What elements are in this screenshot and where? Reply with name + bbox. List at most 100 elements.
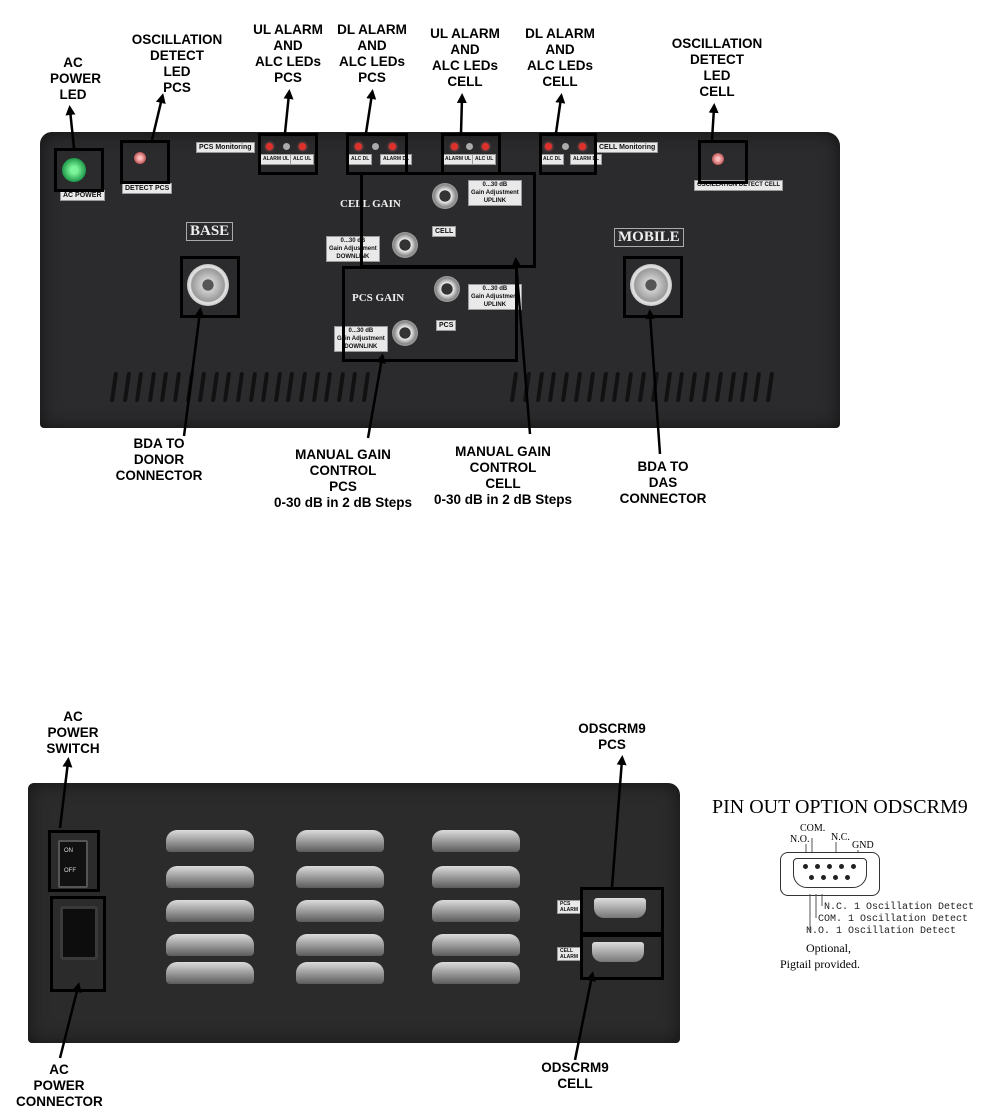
ac-power-led-indicator: [62, 158, 86, 182]
callout-dl-pcs-line-3: ALC LEDs: [338, 54, 405, 69]
callout-dl-cell-line-1: DL ALARM: [525, 26, 595, 41]
power-switch-box: [48, 830, 100, 892]
callout-osc-pcs-line-2: DETECT: [150, 48, 204, 63]
mobile-connector[interactable]: [630, 264, 672, 306]
vent-louver: [166, 900, 254, 922]
osc-detect-cell-led-indicator: [712, 153, 724, 165]
base-connector-box: [180, 256, 240, 318]
callout-ul-cell-line-3: ALC LEDs: [431, 58, 498, 73]
callout-odscrm9-pcs-line-2: PCS: [598, 737, 626, 752]
pcs-label: PCS: [436, 320, 457, 331]
callout-ac-power-led-line-2: POWER: [50, 71, 102, 86]
pcs-downlink-gain-knob[interactable]: [392, 320, 418, 346]
odscrm9-cell-box: [580, 934, 664, 980]
cell-uplink-range: 0...30 dB: [482, 182, 508, 188]
callout-dl-cell-line-3: ALC LEDs: [526, 58, 593, 73]
callout-arrow: [58, 757, 73, 829]
callout-osc-detect-pcs: OSCILLATION DETECT LED PCS: [122, 32, 232, 96]
vent-louver: [166, 962, 254, 984]
callout-odscrm9-cell-line-2: CELL: [557, 1076, 593, 1091]
cell-uplink-gain-text: 0...30 dB Gain Adjustment UPLINK: [468, 180, 522, 206]
callout-arrow: [645, 309, 662, 455]
switch-on-label: ON: [64, 848, 73, 854]
pcs-gain-label: PCS GAIN: [352, 292, 405, 304]
callout-bda-das: BDA TO DAS CONNECTOR: [608, 459, 718, 507]
osc-detect-pcs-box: [120, 140, 170, 184]
callout-ul-cell-line-2: AND: [450, 42, 480, 57]
osc-detect-cell-box: [698, 140, 748, 184]
db9-pin: [851, 864, 856, 869]
callout-ul-pcs-line-1: UL ALARM: [253, 22, 323, 37]
callout-ac-power-connector: AC POWER CONNECTOR: [16, 1062, 103, 1110]
callout-connector-line-1: AC: [49, 1062, 69, 1077]
alc-ul-label-cell: ALC UL: [472, 154, 497, 165]
callout-mg-cell-line-1: MANUAL GAIN: [455, 444, 551, 459]
cell-downlink-gain-knob[interactable]: [392, 232, 418, 258]
callout-arrow: [182, 307, 205, 437]
callout-odscrm9-pcs-line-1: ODSCRM9: [578, 721, 646, 736]
callout-bda-donor-line-2: DONOR: [133, 452, 185, 467]
vent-louver: [296, 900, 384, 922]
pcs-alarm-db9-port[interactable]: [594, 898, 646, 918]
dl-cell-led-3: [579, 143, 586, 150]
callout-ul-pcs-line-4: PCS: [274, 70, 302, 85]
cell-gain-label: CELL GAIN: [340, 198, 401, 210]
vent-louver: [432, 866, 520, 888]
callout-mg-cell-line-2: CONTROL: [469, 460, 537, 475]
db9-pin: [815, 864, 820, 869]
callout-bda-donor-line-1: BDA TO: [133, 436, 185, 451]
power-switch[interactable]: ON OFF: [58, 840, 88, 888]
callout-arrow: [708, 103, 719, 141]
pcs-downlink-range: 0...30 dB: [348, 328, 374, 334]
pinout-title: PIN OUT OPTION ODSCRM9: [712, 796, 968, 818]
power-inlet[interactable]: [60, 906, 98, 960]
alarm-dl-label-pcs: ALARM DL: [380, 154, 413, 165]
cell-uplink-gain-knob[interactable]: [432, 183, 458, 209]
callout-ac-power-led: AC POWER LED: [50, 55, 102, 103]
pin-note-optional: Optional,: [806, 941, 851, 955]
callout-dl-alarm-cell: DL ALARM AND ALC LEDs CELL: [516, 26, 604, 90]
db9-connector-diagram: [780, 852, 880, 896]
ac-power-led-box: [54, 148, 104, 192]
pcs-downlink-dir: DOWNLINK: [344, 344, 378, 350]
switch-off-label: OFF: [64, 868, 76, 874]
callout-mg-pcs-line-2: CONTROL: [309, 463, 377, 478]
base-connector[interactable]: [187, 264, 229, 306]
callout-mg-pcs-line-1: MANUAL GAIN: [295, 447, 391, 462]
callout-connector-line-3: CONNECTOR: [16, 1094, 103, 1109]
callout-ac-power-led-line-3: LED: [59, 87, 87, 102]
ul-pcs-led-1: [266, 143, 273, 150]
cell-downlink-dir: DOWNLINK: [336, 254, 370, 260]
dl-pcs-led-3: [389, 143, 396, 150]
callout-mg-pcs-line-4: 0-30 dB in 2 dB Steps: [273, 495, 413, 510]
cell-alarm-db9-port[interactable]: [592, 942, 644, 962]
alarm-dl-label-cell: ALARM DL: [570, 154, 603, 165]
pin-row-nc: N.C. 1 Oscillation Detect: [824, 902, 975, 913]
callout-ul-cell-line-1: UL ALARM: [430, 26, 500, 41]
callout-mg-cell-line-4: 0-30 dB in 2 dB Steps: [433, 492, 573, 507]
cell-uplink-adj: Gain Adjustment: [471, 190, 519, 196]
callout-dl-cell-line-2: AND: [545, 42, 575, 57]
dl-pcs-led-1: [355, 143, 362, 150]
osc-detect-cell-label: OSCILLATION DETECT CELL: [694, 180, 784, 191]
vent-louver: [166, 934, 254, 956]
callout-odscrm9-cell: ODSCRM9 CELL: [535, 1060, 615, 1092]
callout-arrow: [150, 93, 166, 141]
cell-downlink-range: 0...30 dB: [340, 238, 366, 244]
callout-connector-line-2: POWER: [33, 1078, 85, 1093]
db9-pin: [821, 875, 826, 880]
callout-ac-power-led-line-1: AC: [63, 55, 83, 70]
mobile-label: MOBILE: [614, 228, 684, 247]
dl-cell-led-2: [562, 143, 569, 150]
ul-alarm-pcs-box: [258, 133, 318, 175]
callout-switch-line-2: POWER: [47, 725, 99, 740]
vent-louver: [296, 866, 384, 888]
callout-arrow: [573, 971, 596, 1061]
callout-arrow: [58, 982, 82, 1059]
callout-bda-das-line-2: DAS: [648, 475, 678, 490]
callout-odscrm9-pcs: ODSCRM9 PCS: [572, 721, 652, 753]
pcs-uplink-gain-knob[interactable]: [434, 276, 460, 302]
callout-arrow: [283, 89, 294, 134]
callout-odscrm9-cell-line-1: ODSCRM9: [541, 1060, 609, 1075]
